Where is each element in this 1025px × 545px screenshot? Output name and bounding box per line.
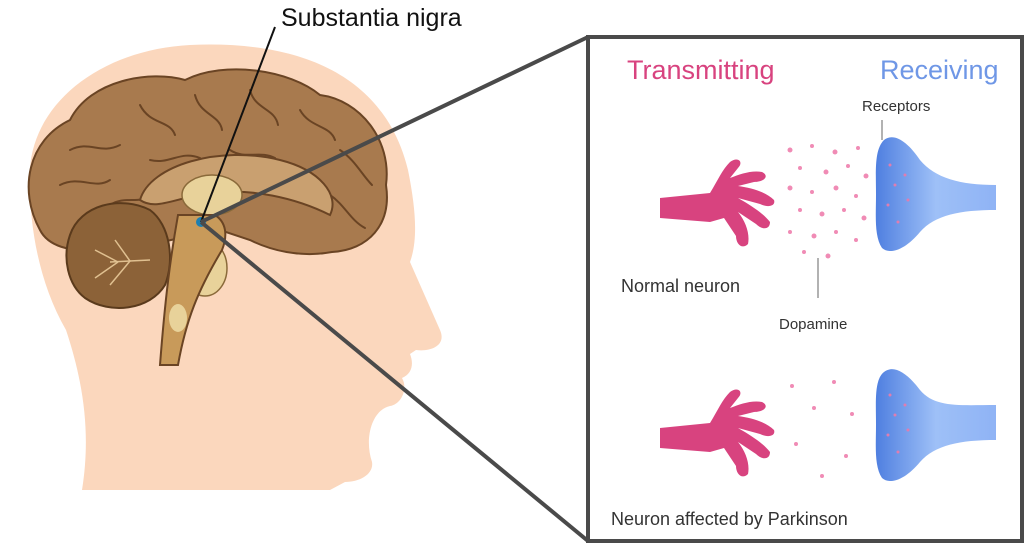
substantia-nigra-label: Substantia nigra xyxy=(281,4,462,33)
cerebellum xyxy=(66,203,170,308)
normal-neuron-label: Normal neuron xyxy=(621,276,740,297)
medulla xyxy=(169,304,187,332)
dopamine-label: Dopamine xyxy=(779,316,847,333)
affected-neuron-label: Neuron affected by Parkinson xyxy=(611,509,848,530)
transmitting-label: Transmitting xyxy=(627,55,775,86)
receptors-label: Receptors xyxy=(862,98,930,115)
receiving-label: Receiving xyxy=(880,55,999,86)
